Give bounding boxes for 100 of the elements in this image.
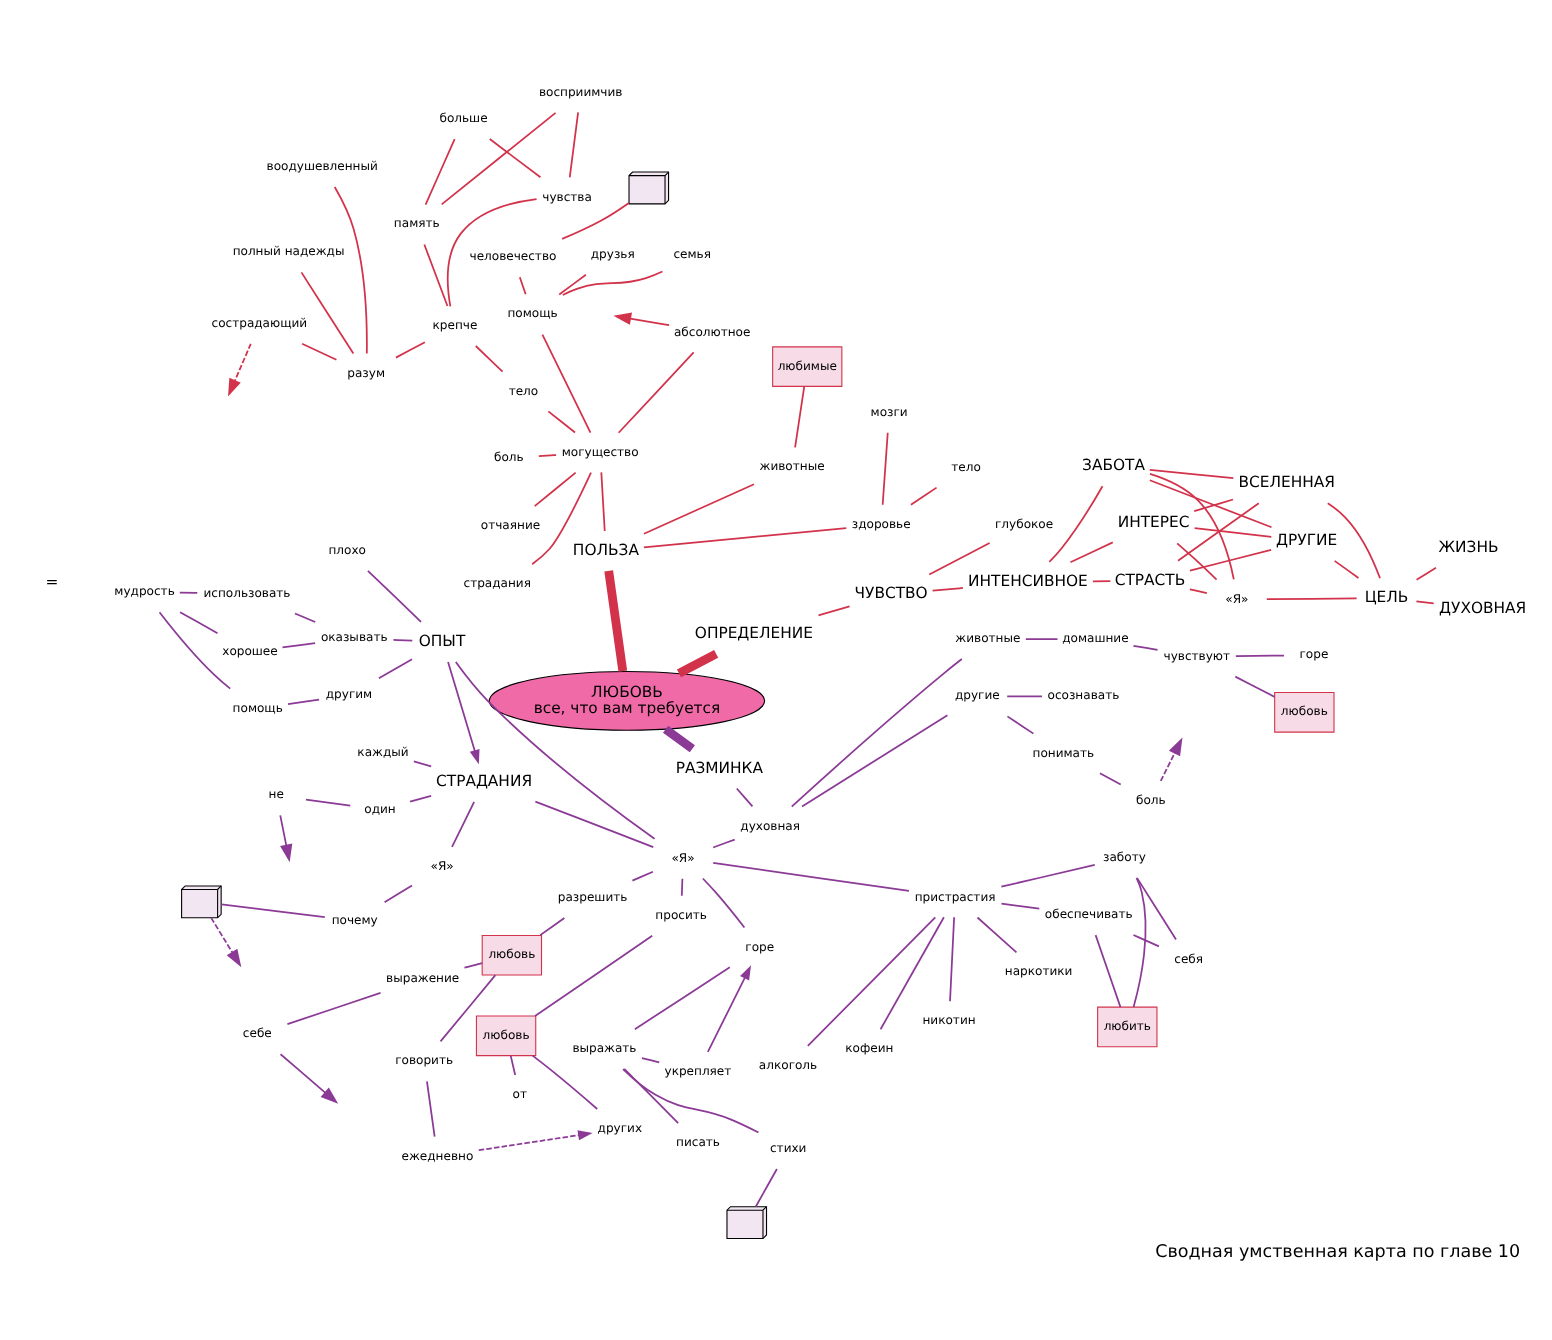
connector <box>1188 549 1271 572</box>
connector <box>662 725 694 753</box>
connector <box>293 612 316 623</box>
connector <box>285 991 381 1026</box>
connector <box>1005 695 1042 698</box>
connector <box>382 884 412 904</box>
connector <box>1175 542 1217 581</box>
connector <box>377 658 412 680</box>
connector <box>1192 527 1272 538</box>
connector <box>793 385 805 449</box>
connector <box>536 454 556 457</box>
connector <box>1131 876 1146 1008</box>
connector <box>1147 468 1234 479</box>
connector <box>909 486 937 506</box>
arrow <box>1158 737 1182 782</box>
connector <box>304 798 351 807</box>
connector <box>1147 479 1272 529</box>
connector <box>530 471 591 566</box>
connector <box>1414 600 1434 605</box>
connector <box>616 351 694 434</box>
connector <box>299 271 354 355</box>
connector <box>1233 675 1275 698</box>
connector <box>438 974 496 1043</box>
connector <box>423 138 455 206</box>
connector <box>439 111 556 206</box>
connector <box>219 903 325 918</box>
connector <box>391 639 413 642</box>
connector <box>560 270 663 296</box>
connector <box>975 916 1017 954</box>
connector <box>642 483 754 535</box>
connector <box>1047 485 1103 563</box>
connector <box>487 138 541 179</box>
connector <box>1332 559 1359 579</box>
connector <box>412 760 432 768</box>
connector <box>679 877 683 897</box>
connector <box>701 877 745 929</box>
connector <box>517 276 526 296</box>
connector <box>1188 588 1207 594</box>
connector <box>280 642 315 649</box>
connector <box>880 431 888 506</box>
connector <box>538 917 565 936</box>
connector <box>178 611 218 635</box>
connector <box>1192 498 1233 512</box>
connector <box>999 864 1095 888</box>
connector <box>508 1054 516 1076</box>
connector <box>286 698 319 706</box>
connector <box>642 527 847 549</box>
connector <box>446 198 537 308</box>
connector <box>533 800 654 848</box>
arrow <box>278 1053 338 1104</box>
connector <box>927 542 990 576</box>
arrow <box>706 965 751 1053</box>
connector <box>675 649 718 678</box>
connector <box>805 916 936 1047</box>
arrow <box>446 661 479 765</box>
connector <box>530 1054 598 1110</box>
connector <box>408 795 431 803</box>
arrow <box>209 917 241 968</box>
connector <box>599 471 605 532</box>
connector <box>177 591 198 594</box>
connector <box>546 410 575 434</box>
connector <box>1148 472 1234 581</box>
caption: Сводная умственная карта по главе 10 <box>1154 1243 1520 1264</box>
connector <box>473 345 503 373</box>
connector <box>789 658 962 808</box>
arrow <box>227 343 251 397</box>
connector <box>622 1068 679 1124</box>
connector <box>1131 644 1158 651</box>
connector <box>450 801 474 848</box>
connector <box>453 661 655 840</box>
connector <box>533 934 653 1017</box>
connector <box>1414 566 1436 581</box>
connector <box>1325 502 1380 580</box>
connector <box>621 1068 759 1134</box>
connector <box>1098 772 1121 786</box>
connector <box>425 1080 435 1138</box>
connector <box>1023 638 1058 641</box>
connector <box>1005 715 1034 735</box>
connector <box>157 611 231 690</box>
connector <box>630 870 653 882</box>
connector <box>540 333 591 434</box>
connector <box>557 273 586 296</box>
connector <box>532 471 576 508</box>
connector <box>422 243 448 307</box>
connector <box>1131 934 1159 948</box>
connector <box>1176 502 1259 562</box>
connector <box>300 342 337 361</box>
connector <box>1091 580 1111 583</box>
connector <box>1135 877 1176 941</box>
connector <box>1068 541 1113 564</box>
connector <box>1093 934 1121 1008</box>
connector <box>560 202 629 240</box>
connector <box>640 1057 660 1064</box>
arrow <box>612 312 670 327</box>
connector <box>999 902 1040 910</box>
connector <box>816 605 850 617</box>
connector <box>930 587 963 592</box>
connector <box>366 569 421 623</box>
connector <box>332 186 367 355</box>
connector <box>394 341 425 359</box>
